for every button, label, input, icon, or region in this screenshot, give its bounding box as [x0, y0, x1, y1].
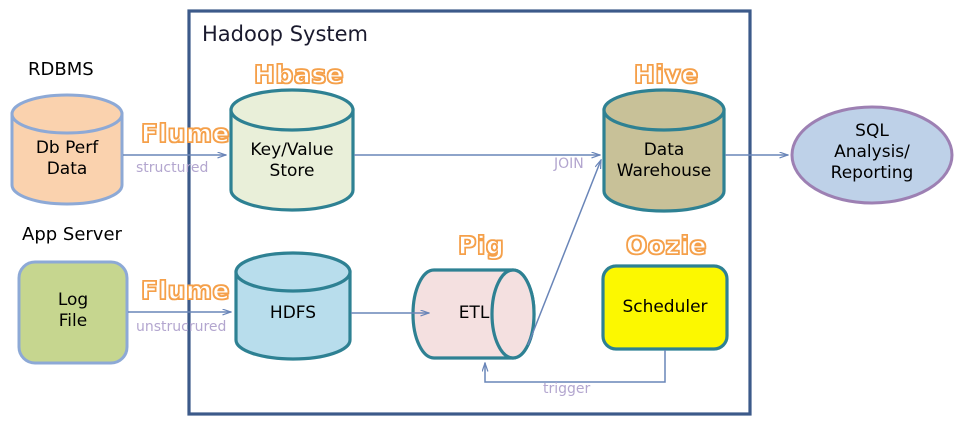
- arrow-etl-to-hive: [527, 160, 602, 346]
- node-etl[interactable]: [411, 268, 536, 360]
- node-log-file[interactable]: [17, 260, 129, 365]
- node-key-value-store[interactable]: [229, 88, 355, 212]
- hive-label: Hive: [633, 59, 699, 89]
- flume-label-bottom: Flume: [140, 275, 230, 305]
- rdbms-label: RDBMS: [28, 59, 94, 80]
- node-hdfs[interactable]: [234, 251, 352, 361]
- arrow-scheduler-to-etl: [485, 350, 666, 383]
- pig-label: Pig: [457, 230, 505, 260]
- edge-label-unstructured: unstrucrured: [136, 319, 227, 335]
- flume-label-top: Flume: [140, 118, 230, 148]
- edge-label-trigger: trigger: [543, 381, 591, 397]
- hadoop-system-title: Hadoop System: [202, 22, 369, 46]
- app-server-label: App Server: [22, 224, 122, 245]
- node-data-warehouse[interactable]: [602, 88, 726, 213]
- hbase-label: Hbase: [253, 59, 345, 89]
- node-sql-analysis-reporting[interactable]: [790, 105, 954, 205]
- oozie-label: Oozie: [625, 230, 708, 260]
- edge-label-structured: structured: [136, 160, 209, 176]
- hadoop-system-frame: [187, 9, 752, 416]
- edge-label-join: JOIN: [554, 156, 584, 172]
- node-db-perf-data[interactable]: [10, 93, 124, 206]
- node-scheduler[interactable]: [601, 264, 729, 351]
